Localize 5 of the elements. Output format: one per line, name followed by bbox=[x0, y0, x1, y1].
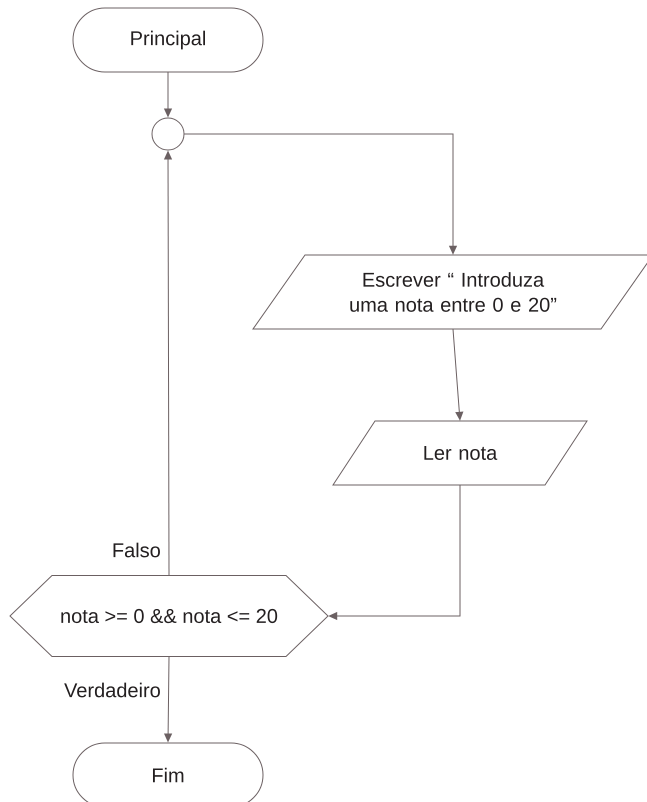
edge-label: Verdadeiro bbox=[64, 682, 160, 698]
connector-circle bbox=[152, 118, 184, 150]
edge-label: Falso bbox=[114, 542, 160, 558]
terminal-box: Principal bbox=[72, 8, 264, 72]
terminal-box: Fim bbox=[72, 742, 264, 802]
